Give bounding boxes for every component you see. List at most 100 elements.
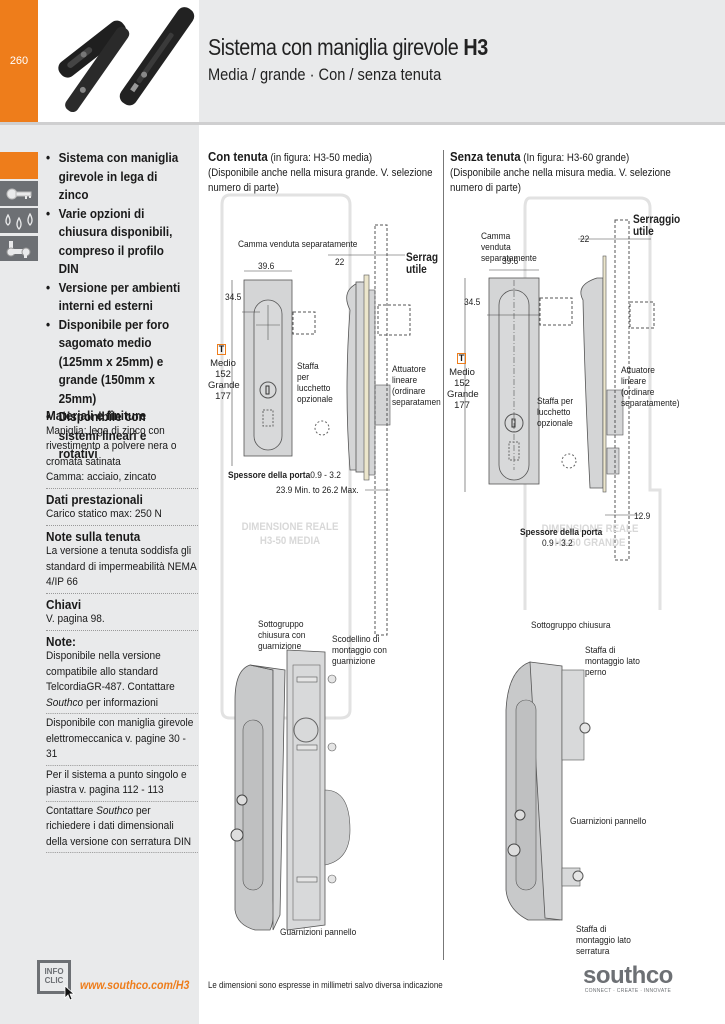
ghost-line: H3-50 MEDIA (259, 535, 321, 547)
key-icon (6, 188, 32, 199)
feature-item: Varie opzioni di chiusura disponibili, c… (46, 205, 181, 279)
door-thickness-label: Spessore della porta (520, 527, 603, 538)
dimension-22: 22 (580, 234, 590, 245)
value-grande: 177 (215, 391, 231, 402)
label-cam: Camma venduta separatamente (238, 239, 358, 250)
label-medio: Medio (210, 358, 236, 369)
actuator-tab[interactable] (0, 236, 38, 261)
spec-sealing: Note sulla tenuta La versione a tenuta s… (46, 529, 198, 594)
handle-photo-icon (58, 7, 195, 113)
feature-item: Disponibile con sistemi lineari e rotati… (46, 408, 181, 464)
sealed-exploded-view (230, 649, 351, 931)
label-actuator: Attuatore lineare (ordinare separatament… (392, 364, 441, 408)
feature-item: Disponibile per foro sagomato medio (125… (46, 316, 181, 409)
label-grip: Serraggio utile (633, 214, 681, 238)
label-mounting-cup: Scodellino di montaggio con guarnizione (332, 634, 387, 667)
door-thickness-value: 0.9 - 3.2 (542, 538, 573, 549)
section-header-unsealed: Senza tenuta (In figura: H3-60 grande) (… (450, 149, 688, 196)
ghost-line: DIMENSIONE REALE (541, 523, 639, 535)
unsealed-technical-drawing (464, 196, 662, 610)
label-gaskets: Guarnizioni pannello (570, 816, 647, 827)
note-text: Contattare (46, 804, 97, 817)
logo-tagline: CONNECT · CREATE · INNOVATE (584, 988, 672, 994)
figure-note: (in figura: H3-50 media) (270, 152, 373, 164)
ghost-line: H3-60 GRANDE (554, 537, 626, 549)
label-grande: Grande (208, 380, 240, 391)
label-subassembly: Sottogruppo chiusura con guarnizione (258, 619, 306, 652)
sealed-technical-drawing (220, 193, 411, 720)
spec-heading: Note sulla tenuta (46, 528, 141, 544)
door-thickness-label: Spessore della porta (228, 470, 311, 481)
spec-materials: Materiali e finiture Maniglia: lega di z… (46, 408, 198, 489)
note-item: Disponibile con maniglia girevole elettr… (46, 716, 198, 766)
availability-note: (Disponibile anche nella misura media. V… (450, 167, 671, 194)
header: 260 Sistema con maniglia girevole H3 Med… (0, 0, 725, 122)
label-subassembly: Sottogruppo chiusura (531, 620, 611, 631)
title-panel: Sistema con maniglia girevole H3 Media /… (199, 0, 725, 122)
label-gaskets: Guarnizioni pannello (280, 927, 357, 938)
page-title: Sistema con maniglia girevole H3 (208, 34, 488, 61)
value-medio: 152 (454, 378, 470, 389)
label-pivot-bracket: Staffa di montaggio lato perno (585, 645, 640, 678)
title-text: Sistema con maniglia girevole (208, 34, 459, 60)
note-item: Per il sistema a punto singolo e piastra… (46, 768, 198, 802)
t-badge: T (217, 344, 226, 355)
value-medio: 152 (215, 369, 231, 380)
spec-text: Camma: acciaio, zincato (46, 471, 157, 483)
column-divider (443, 150, 444, 960)
dimension-12-9: 12.9 (634, 511, 651, 522)
label-cam: Camma venduta separatamente (481, 231, 537, 264)
spec-heading: Materiali e finiture (46, 408, 147, 423)
category-tab-active[interactable] (0, 152, 38, 179)
range-dimension: 23.9 Min. to 26.2 Max. (276, 485, 359, 496)
logo-wordmark: southco (583, 962, 673, 989)
header-rule (0, 122, 725, 125)
note-item: Contattare Southco per richiedere i dati… (46, 804, 198, 853)
page-subtitle: Media / grande · Con / senza tenuta (208, 65, 442, 84)
units-note: Le dimensioni sono espresse in millimetr… (208, 980, 443, 990)
spec-heading: Dati prestazionali (46, 491, 143, 507)
water-resistance-tab[interactable] (0, 208, 38, 233)
label-actuator: Attuatore lineare (ordinare separatament… (621, 365, 680, 409)
southco-logo: southco CONNECT · CREATE · INNOVATE (583, 962, 673, 994)
dimension-34-5: 34.5 (464, 297, 481, 308)
ghost-line: DIMENSIONE REALE (241, 521, 339, 533)
section-title: Con tenuta (208, 149, 268, 164)
door-thickness-value: 0.9 - 3.2 (310, 470, 341, 481)
label-grande: Grande (447, 389, 479, 400)
feature-item: Versione per ambienti interni ed esterni (46, 279, 181, 316)
availability-note: (Disponibile anche nella misura grande. … (208, 167, 433, 194)
page-tab: 260 (0, 0, 38, 122)
page-number: 260 (9, 55, 29, 67)
key-tab[interactable] (0, 181, 38, 206)
dimension-39-6: 39.6 (258, 261, 275, 272)
note-brand: Southco (46, 696, 84, 709)
dimension-39-6: 39.6 (502, 256, 519, 267)
dimension-22: 22 (335, 257, 345, 268)
notes: Note: Disponibile nella versione compati… (46, 633, 198, 853)
spec-heading: Chiavi (46, 596, 82, 612)
title-model: H3 (463, 34, 488, 60)
note-brand: Southco (96, 804, 134, 817)
water-drops-icon (5, 212, 33, 230)
label-padlock: Staffa per lucchetto opzionale (297, 361, 333, 405)
t-badge: T (457, 353, 466, 364)
section-title: Senza tenuta (450, 149, 521, 164)
value-grande: 177 (454, 400, 470, 411)
door-thickness: Spessore della porta0.9 - 3.2 (228, 470, 341, 481)
notes-heading: Note: (46, 633, 76, 649)
figure-note: (In figura: H3-60 grande) (523, 152, 630, 164)
spec-text: La versione a tenuta soddisfa gli standa… (46, 545, 197, 588)
product-url-link[interactable]: www.southco.com/H3 (80, 978, 190, 992)
feature-list: Sistema con maniglia girevole in lega di… (46, 149, 181, 464)
spec-performance: Dati prestazionali Carico statico max: 2… (46, 492, 198, 526)
cursor-icon (64, 985, 76, 1001)
label-lock-bracket: Staffa di montaggio lato serratura (576, 924, 631, 957)
note-text: Disponibile nella versione compatibile a… (46, 650, 175, 693)
section-header-sealed: Con tenuta (in figura: H3-50 media) (Dis… (208, 149, 446, 196)
dimension-34-5: 34.5 (225, 292, 242, 303)
ghost-label: DIMENSIONE REALE H3-60 GRANDE (537, 522, 643, 550)
unsealed-exploded-view (505, 661, 591, 921)
spec-text: V. pagina 98. (46, 613, 105, 625)
spec-text: Carico statico max: 250 N (46, 508, 162, 520)
